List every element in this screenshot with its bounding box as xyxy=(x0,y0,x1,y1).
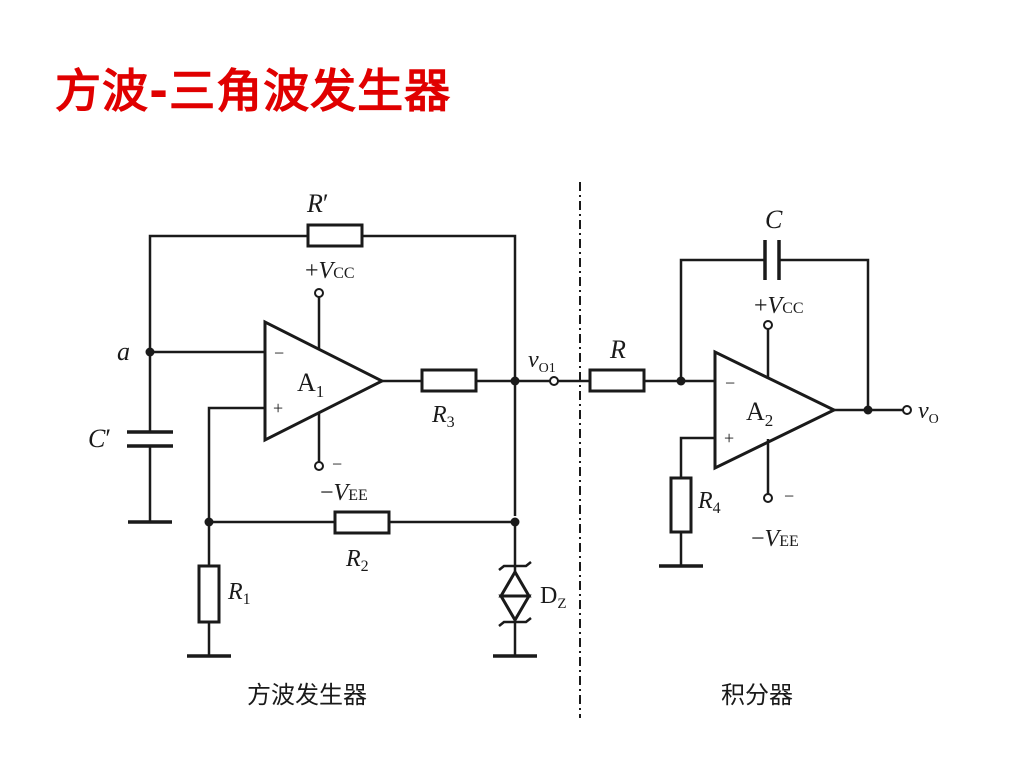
vo1-label: vO1 xyxy=(528,347,556,376)
c-feedback-wire xyxy=(679,258,870,410)
r1-label: R1 xyxy=(227,579,251,608)
a1-vcc-label: +VCC xyxy=(305,258,355,284)
a1-vee-terminal xyxy=(314,461,324,471)
a2-vcc-terminal xyxy=(763,320,773,330)
r2-resistor xyxy=(333,510,391,535)
a2-plus-sign: + xyxy=(724,428,734,448)
a1-minus-sign: − xyxy=(274,343,284,363)
node-a-label: a xyxy=(117,337,130,366)
vo1-terminal xyxy=(549,376,559,386)
r-resistor xyxy=(588,368,646,393)
a2-vee-label: −VEE xyxy=(751,526,799,552)
vo-terminal xyxy=(902,405,912,415)
a2-label: A2 xyxy=(746,397,773,430)
vo-label: vO xyxy=(918,398,939,427)
r-prime-resistor xyxy=(306,223,364,248)
integrator-caption: 积分器 xyxy=(721,681,793,709)
non-inverting-input-wire-a1 xyxy=(207,406,265,656)
zener-diode-dz xyxy=(498,561,532,627)
a2-minus-sign: − xyxy=(725,373,735,393)
a1-vcc-terminal xyxy=(314,288,324,298)
r4-wire xyxy=(679,436,715,566)
r4-resistor xyxy=(669,476,693,534)
a2-vcc-label: +VCC xyxy=(754,293,804,319)
square-wave-generator-caption: 方波发生器 xyxy=(247,681,367,709)
r1-resistor xyxy=(197,564,221,624)
r3-label: R3 xyxy=(431,402,455,431)
square-wave-generator xyxy=(127,223,559,658)
opamp-a2 xyxy=(713,349,838,471)
a2-vee-minus: − xyxy=(784,486,794,506)
r-label: R xyxy=(609,335,626,364)
a1-plus-sign: + xyxy=(273,398,283,418)
r2-label: R2 xyxy=(345,546,369,575)
r-prime-label: R′ xyxy=(306,189,329,218)
a2-vee-terminal xyxy=(763,493,773,503)
vo1-node-dot xyxy=(510,376,520,386)
dz-label: DZ xyxy=(540,583,567,612)
opamp-a1 xyxy=(263,319,386,443)
c-prime-label: C′ xyxy=(88,424,111,453)
a1-vee-label: −VEE xyxy=(320,480,368,506)
slide-title: 方波-三角波发生器 xyxy=(55,64,452,118)
vo-node-dot xyxy=(863,405,873,415)
r4-label: R4 xyxy=(697,488,721,517)
a1-label: A1 xyxy=(297,368,324,401)
r-prime-feedback-wire xyxy=(148,234,517,516)
integrator xyxy=(558,240,912,568)
c-label: C xyxy=(765,205,783,234)
r3-resistor xyxy=(420,368,478,393)
a1-vee-minus: − xyxy=(332,454,342,474)
